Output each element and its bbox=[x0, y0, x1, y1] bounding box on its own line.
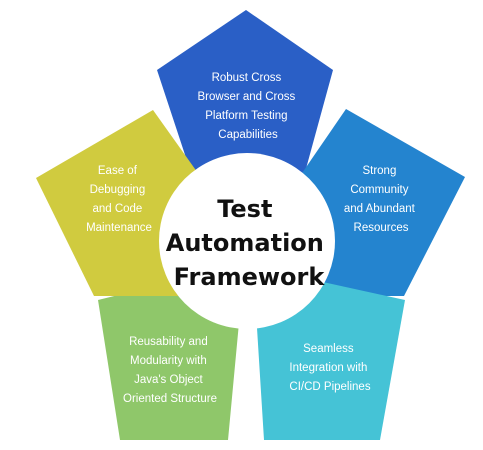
segment-bottom-right-shape bbox=[256, 275, 405, 440]
center-title-line-3: Framework bbox=[174, 263, 326, 291]
segment-left-text: Ease of Debugging and Code Maintenance bbox=[86, 165, 152, 234]
segment-bottom-right: Seamless Integration with CI/CD Pipeline… bbox=[256, 275, 405, 440]
segment-bottom-left-line-4: Oriented Structure bbox=[123, 393, 217, 405]
segment-left-shape bbox=[36, 110, 200, 296]
segment-right-line-2: Community bbox=[350, 184, 408, 196]
segment-bottom-left-text: Reusability and Modularity with Java's O… bbox=[123, 336, 217, 405]
segment-right-text: Strong Community and Abundant Resources bbox=[344, 165, 418, 234]
segment-left-line-3: and Code bbox=[92, 203, 142, 215]
segment-bottom-left-line-2: Modularity with bbox=[130, 355, 207, 367]
segment-bottom-right-line-3: CI/CD Pipelines bbox=[289, 381, 370, 393]
segment-top-line-1: Robust Cross bbox=[212, 72, 282, 84]
segment-bottom-left-line-1: Reusability and bbox=[129, 336, 208, 348]
segment-right-shape bbox=[300, 109, 465, 296]
segment-top-line-4: Capabilities bbox=[218, 129, 278, 141]
center-circle bbox=[159, 153, 335, 329]
segment-bottom-right-text: Seamless Integration with CI/CD Pipeline… bbox=[289, 343, 370, 393]
center-title-line-1: Test bbox=[217, 195, 272, 223]
center-hub: Test Automation Framework bbox=[159, 153, 335, 329]
segment-right-line-4: Resources bbox=[354, 222, 409, 234]
segment-left-line-4: Maintenance bbox=[86, 222, 152, 234]
segment-left: Ease of Debugging and Code Maintenance bbox=[36, 110, 200, 296]
segment-bottom-right-line-1: Seamless bbox=[303, 343, 354, 355]
segment-top-line-2: Browser and Cross bbox=[198, 91, 296, 103]
center-title-line-2: Automation bbox=[166, 229, 324, 257]
segment-left-line-1: Ease of bbox=[98, 165, 138, 177]
segment-bottom-left-line-3: Java's Object bbox=[134, 374, 203, 386]
segment-top-text: Robust Cross Browser and Cross Platform … bbox=[198, 72, 299, 141]
segment-top-shape bbox=[157, 10, 333, 176]
segment-right: Strong Community and Abundant Resources bbox=[300, 109, 465, 296]
segment-top-line-3: Platform Testing bbox=[205, 110, 287, 122]
segment-bottom-right-line-2: Integration with bbox=[289, 362, 367, 374]
center-title: Test Automation Framework bbox=[166, 195, 332, 291]
segment-top: Robust Cross Browser and Cross Platform … bbox=[157, 10, 333, 176]
segment-right-line-3: and Abundant bbox=[344, 203, 416, 215]
segment-left-line-2: Debugging bbox=[90, 184, 146, 196]
segment-right-line-1: Strong bbox=[362, 165, 396, 177]
